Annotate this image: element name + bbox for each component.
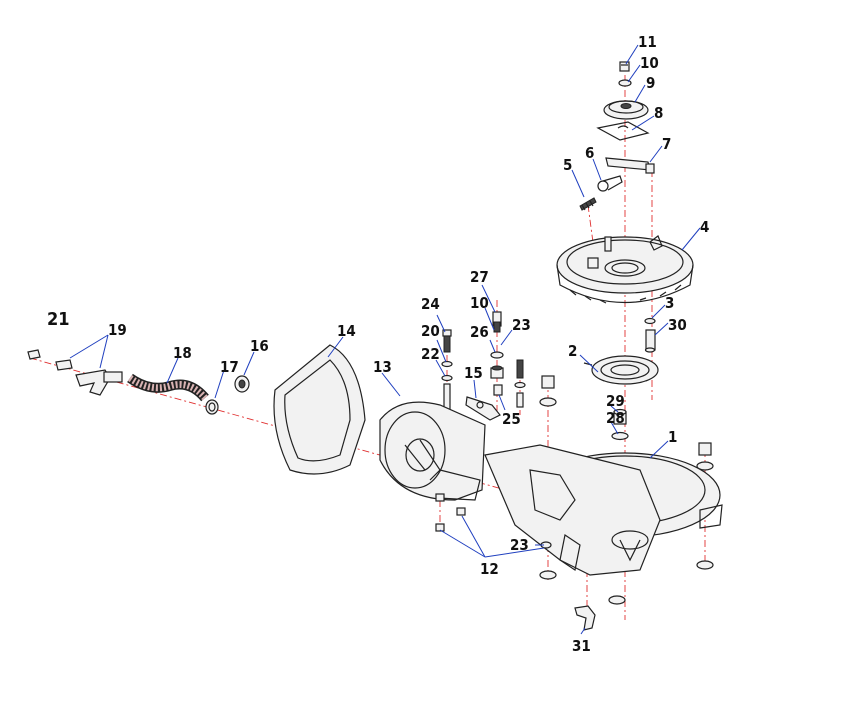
callout-2: 2: [568, 342, 577, 360]
part-26-nut: [490, 351, 504, 379]
part-9-pulley: [603, 100, 649, 120]
part-1-housing: [484, 444, 723, 576]
callout-5: 5: [563, 156, 572, 174]
part-31-latch: [574, 605, 596, 631]
part-5-spring: [579, 197, 597, 211]
part-8-spring-wire: [596, 121, 650, 141]
callout-19: 19: [108, 321, 127, 339]
callout-26: 26: [470, 323, 489, 341]
callout-23-upper: 23: [512, 316, 531, 334]
callout-21: 21: [47, 309, 70, 330]
callout-12: 12: [480, 560, 499, 578]
callout-1: 1: [668, 428, 677, 446]
callout-29: 29: [606, 392, 625, 410]
part-bushing-right: [539, 375, 714, 605]
callout-10-mid: 10: [470, 294, 489, 312]
part-16-grommet: [234, 375, 250, 393]
callout-23-lower: 23: [510, 536, 529, 554]
part-28-washer: [611, 431, 629, 441]
callout-8: 8: [654, 104, 663, 122]
part-25-spacer: [493, 384, 503, 396]
callout-3: 3: [665, 294, 674, 312]
part-6-pawl: [597, 175, 623, 192]
part-11-screw: [619, 61, 630, 72]
callout-4: 4: [700, 218, 709, 236]
part-13-fan-housing: [379, 401, 486, 501]
part-29-bushing: [613, 408, 627, 425]
callout-15: 15: [464, 364, 483, 382]
part-3-washer: [644, 317, 656, 325]
callout-10-top: 10: [640, 54, 659, 72]
part-20-washer: [441, 360, 453, 368]
callout-9: 9: [646, 74, 655, 92]
callout-7: 7: [662, 135, 671, 153]
callout-24: 24: [421, 295, 440, 313]
callout-17: 17: [220, 358, 239, 376]
leader-lines: [69, 44, 701, 635]
callout-28: 28: [606, 409, 625, 427]
part-21-clip: [27, 349, 41, 360]
part-bolt-center: [514, 359, 526, 408]
callout-13: 13: [373, 358, 392, 376]
callout-25: 25: [502, 410, 521, 428]
part-27-bolt: [492, 311, 502, 333]
part-15-clamp: [465, 396, 501, 421]
callout-labels: 11 10 9 8 7 6 5 4 3 30 2 29 28 1 27 10 2…: [47, 33, 709, 655]
part-18-rope: [127, 373, 209, 402]
callout-22: 22: [421, 345, 440, 363]
callout-27: 27: [470, 268, 489, 286]
part-12-nuts: [435, 493, 466, 532]
callout-16: 16: [250, 337, 269, 355]
callout-30: 30: [668, 316, 687, 334]
callout-31: 31: [572, 637, 591, 655]
part-17-ring: [205, 399, 219, 415]
part-2-recoil-spring: [583, 355, 659, 385]
callout-11: 11: [638, 33, 657, 51]
part-24-bolt: [442, 329, 452, 353]
callout-14: 14: [337, 322, 356, 340]
callout-18: 18: [173, 344, 192, 362]
callout-20: 20: [421, 322, 440, 340]
part-19-handle: [55, 359, 123, 396]
part-4-starter-drum: [556, 235, 694, 304]
part-14-air-guide: [273, 344, 366, 475]
callout-6: 6: [585, 144, 594, 162]
part-7-lever: [605, 157, 655, 174]
part-30-pin: [644, 329, 656, 353]
